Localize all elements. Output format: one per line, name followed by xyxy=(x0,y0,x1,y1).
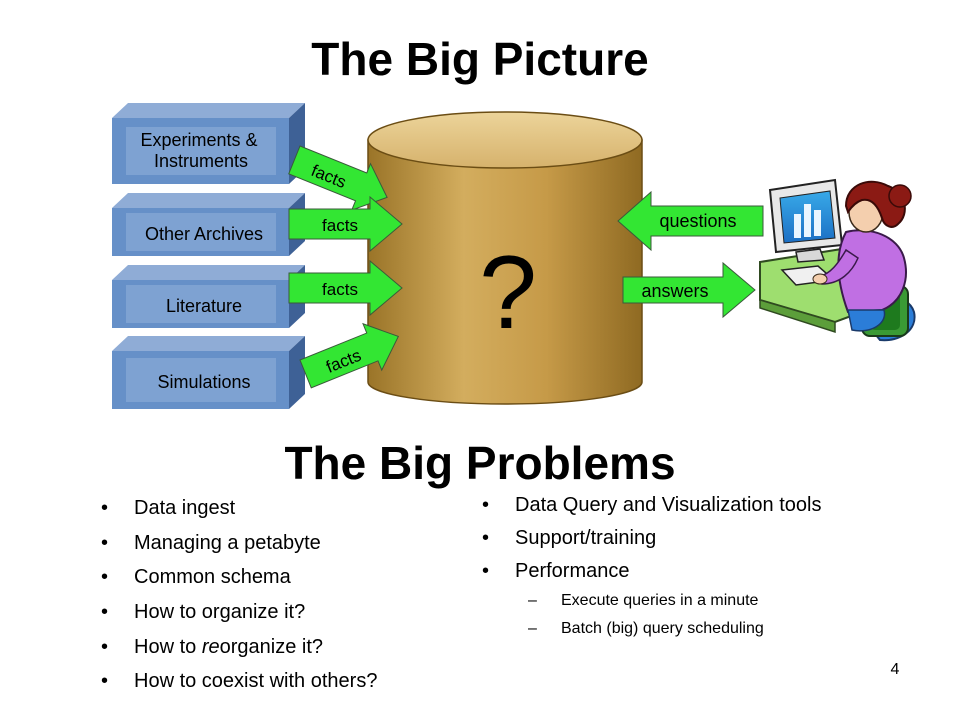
facts-arrow-2: facts xyxy=(288,195,403,253)
source-label: Literature xyxy=(166,296,242,316)
list-item: Data ingest xyxy=(101,494,377,529)
slide-title: The Big Picture xyxy=(311,33,649,85)
list-item: Support/training xyxy=(482,525,821,558)
facts-label: facts xyxy=(322,216,358,235)
facts-label: facts xyxy=(322,280,358,299)
source-box-other-archives: Other Archives xyxy=(112,193,305,256)
sub-list-item: Batch (big) query scheduling xyxy=(482,619,821,647)
list-item: Performance xyxy=(482,558,821,591)
unknown-store-label: ? xyxy=(479,235,537,351)
source-label: Other Archives xyxy=(145,224,263,244)
answers-arrow: answers xyxy=(622,261,756,319)
source-box-simulations: Simulations xyxy=(112,336,305,409)
list-item: How to reorganize it? xyxy=(101,633,377,668)
list-item: Common schema xyxy=(101,563,377,598)
page-number: 4 xyxy=(890,661,900,678)
source-label: Experiments & xyxy=(140,130,257,150)
facts-arrow-3: facts xyxy=(288,259,403,317)
sub-list-item: Execute queries in a minute xyxy=(482,591,821,619)
big-picture-diagram: ? Experiments & Instruments Other Archiv… xyxy=(112,103,916,409)
source-box-literature: Literature xyxy=(112,265,305,328)
questions-arrow: questions xyxy=(617,190,764,252)
list-item: Managing a petabyte xyxy=(101,529,377,564)
data-store-cylinder: ? xyxy=(367,111,643,405)
problems-list-right: Data Query and Visualization tools Suppo… xyxy=(482,492,821,647)
section-subtitle: The Big Problems xyxy=(284,437,676,489)
source-label: Simulations xyxy=(157,372,250,392)
list-item: Data Query and Visualization tools xyxy=(482,492,821,525)
list-item: How to coexist with others? xyxy=(101,667,377,702)
user-at-computer-icon xyxy=(759,178,916,342)
source-label-line2: Instruments xyxy=(154,151,248,171)
list-item: How to organize it? xyxy=(101,598,377,633)
questions-label: questions xyxy=(659,211,736,231)
source-box-experiments: Experiments & Instruments xyxy=(112,103,305,184)
problems-list-left: Data ingest Managing a petabyte Common s… xyxy=(101,494,377,702)
answers-label: answers xyxy=(641,281,708,301)
